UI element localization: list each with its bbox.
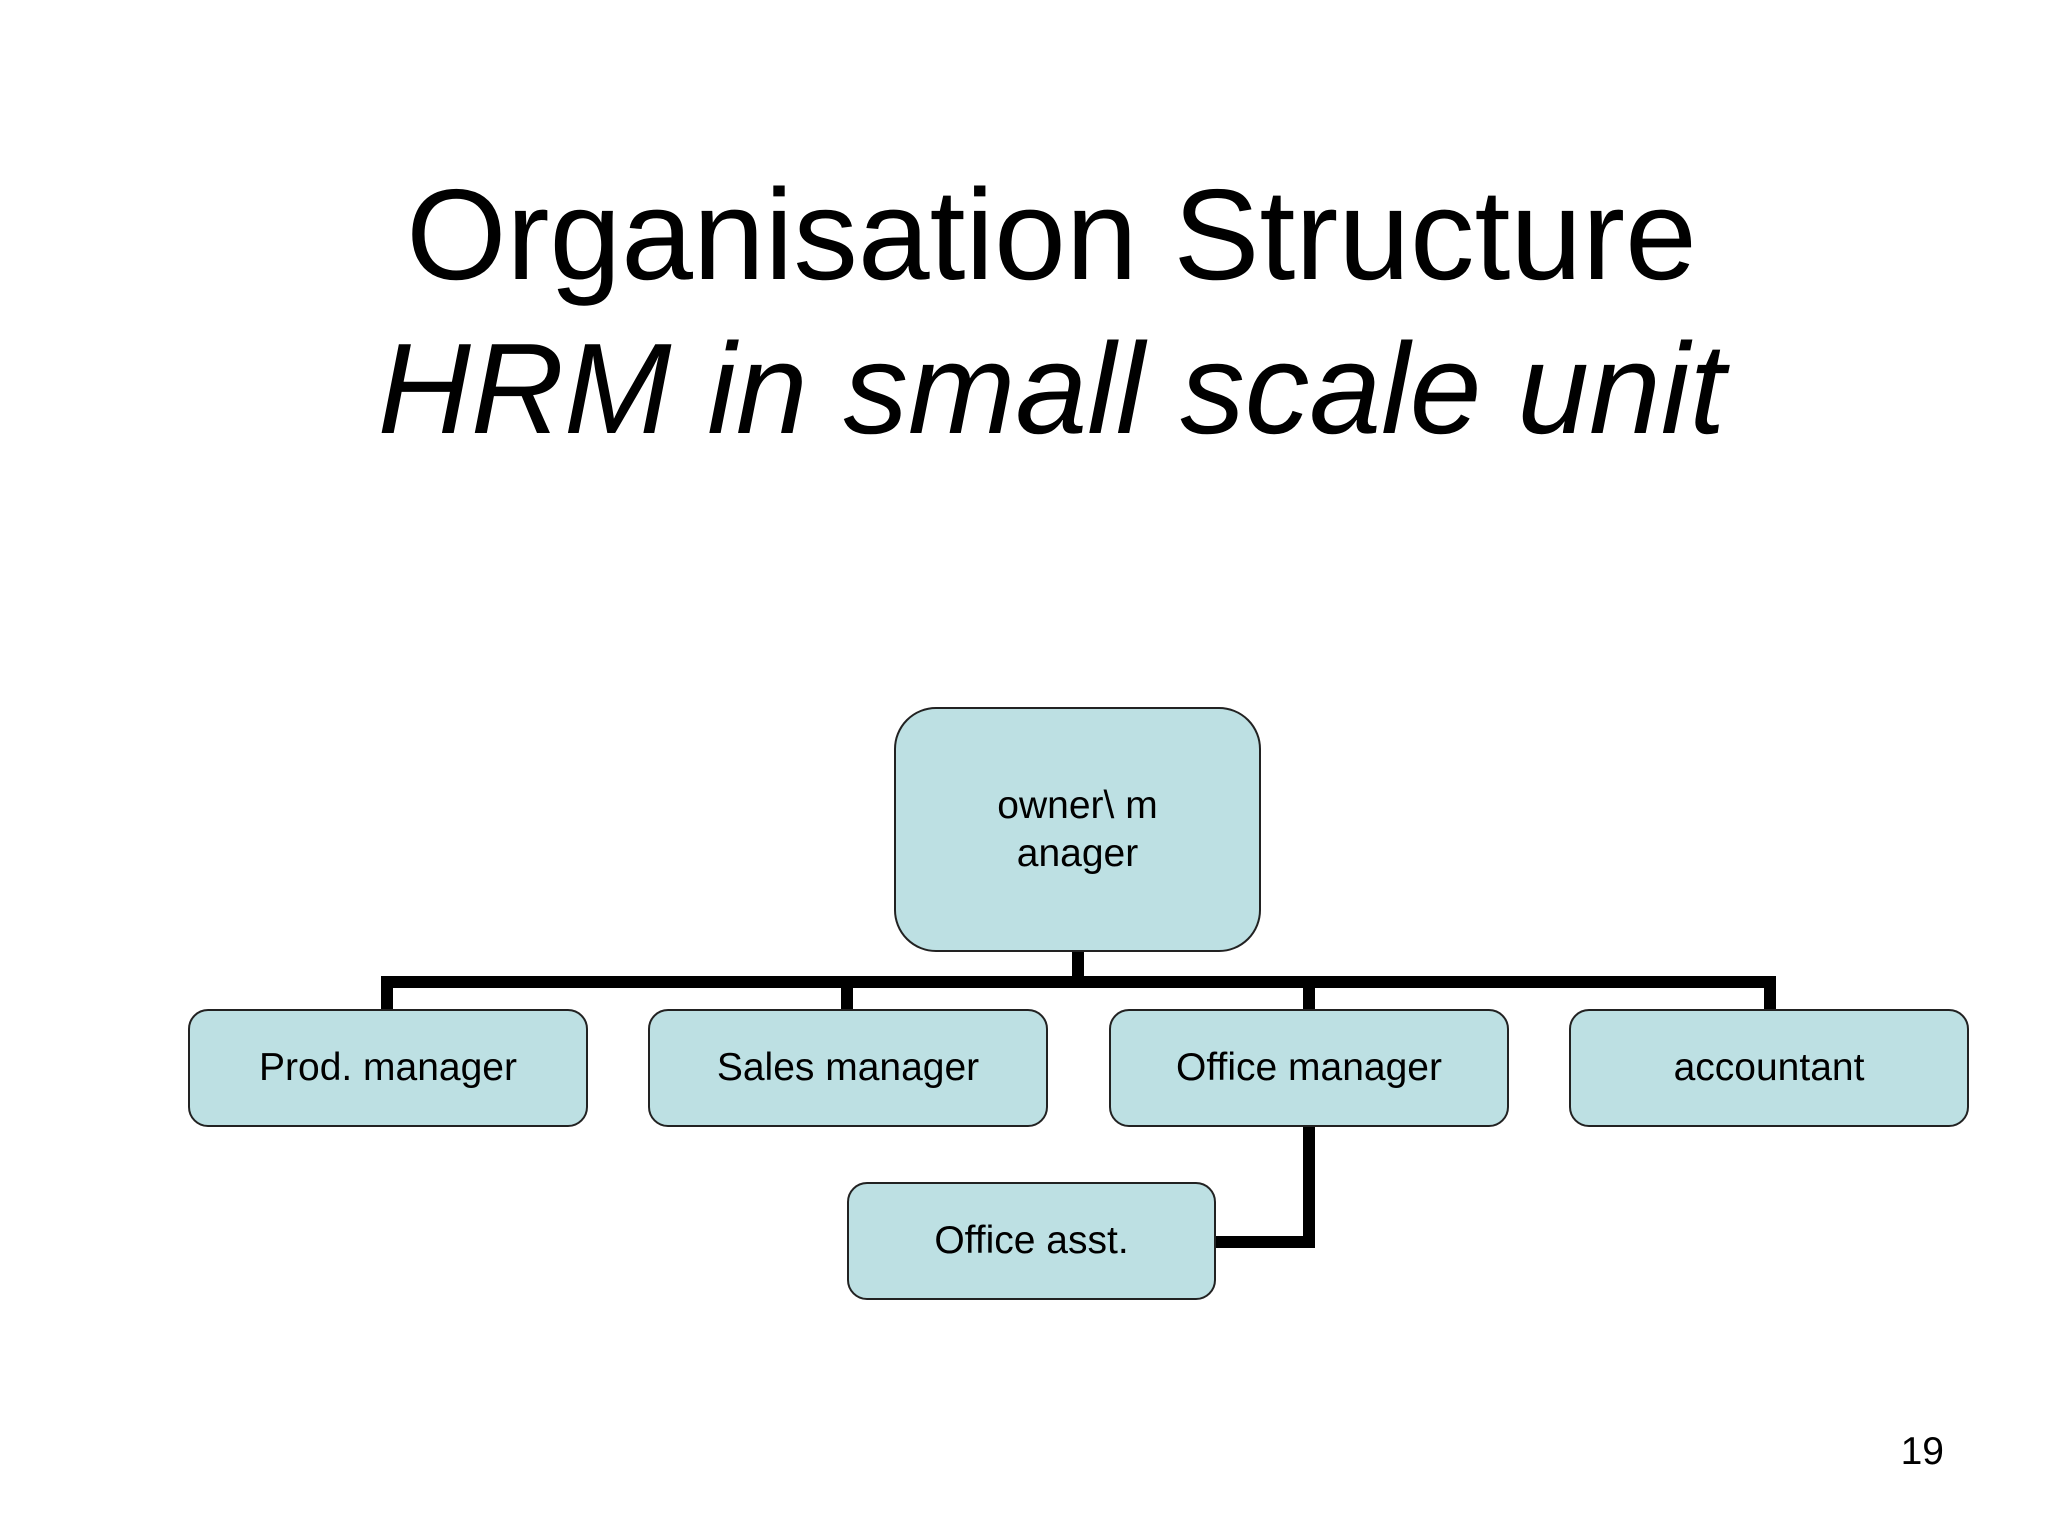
- node-prod-manager-label: Prod. manager: [259, 1046, 517, 1089]
- node-accountant-label: accountant: [1673, 1046, 1865, 1089]
- node-sales-manager: Sales manager: [648, 1009, 1048, 1127]
- slide-subtitle: HRM in small scale unit: [377, 317, 1726, 461]
- page-number: 19: [1900, 1430, 1944, 1473]
- node-office-manager: Office manager: [1109, 1009, 1509, 1127]
- node-accountant: accountant: [1569, 1009, 1969, 1127]
- node-office-asst-label: Office asst.: [934, 1219, 1129, 1262]
- slide-title: Organisation Structure: [406, 163, 1697, 307]
- node-owner-manager-label: owner\ manager: [997, 783, 1158, 875]
- node-sales-manager-label: Sales manager: [716, 1046, 980, 1089]
- node-prod-manager: Prod. manager: [188, 1009, 588, 1127]
- node-office-asst: Office asst.: [847, 1182, 1216, 1300]
- node-office-manager-label: Office manager: [1176, 1046, 1442, 1089]
- node-owner-manager: owner\ manager: [894, 707, 1261, 952]
- title-block: Organisation Structure HRM in small scal…: [0, 158, 2048, 466]
